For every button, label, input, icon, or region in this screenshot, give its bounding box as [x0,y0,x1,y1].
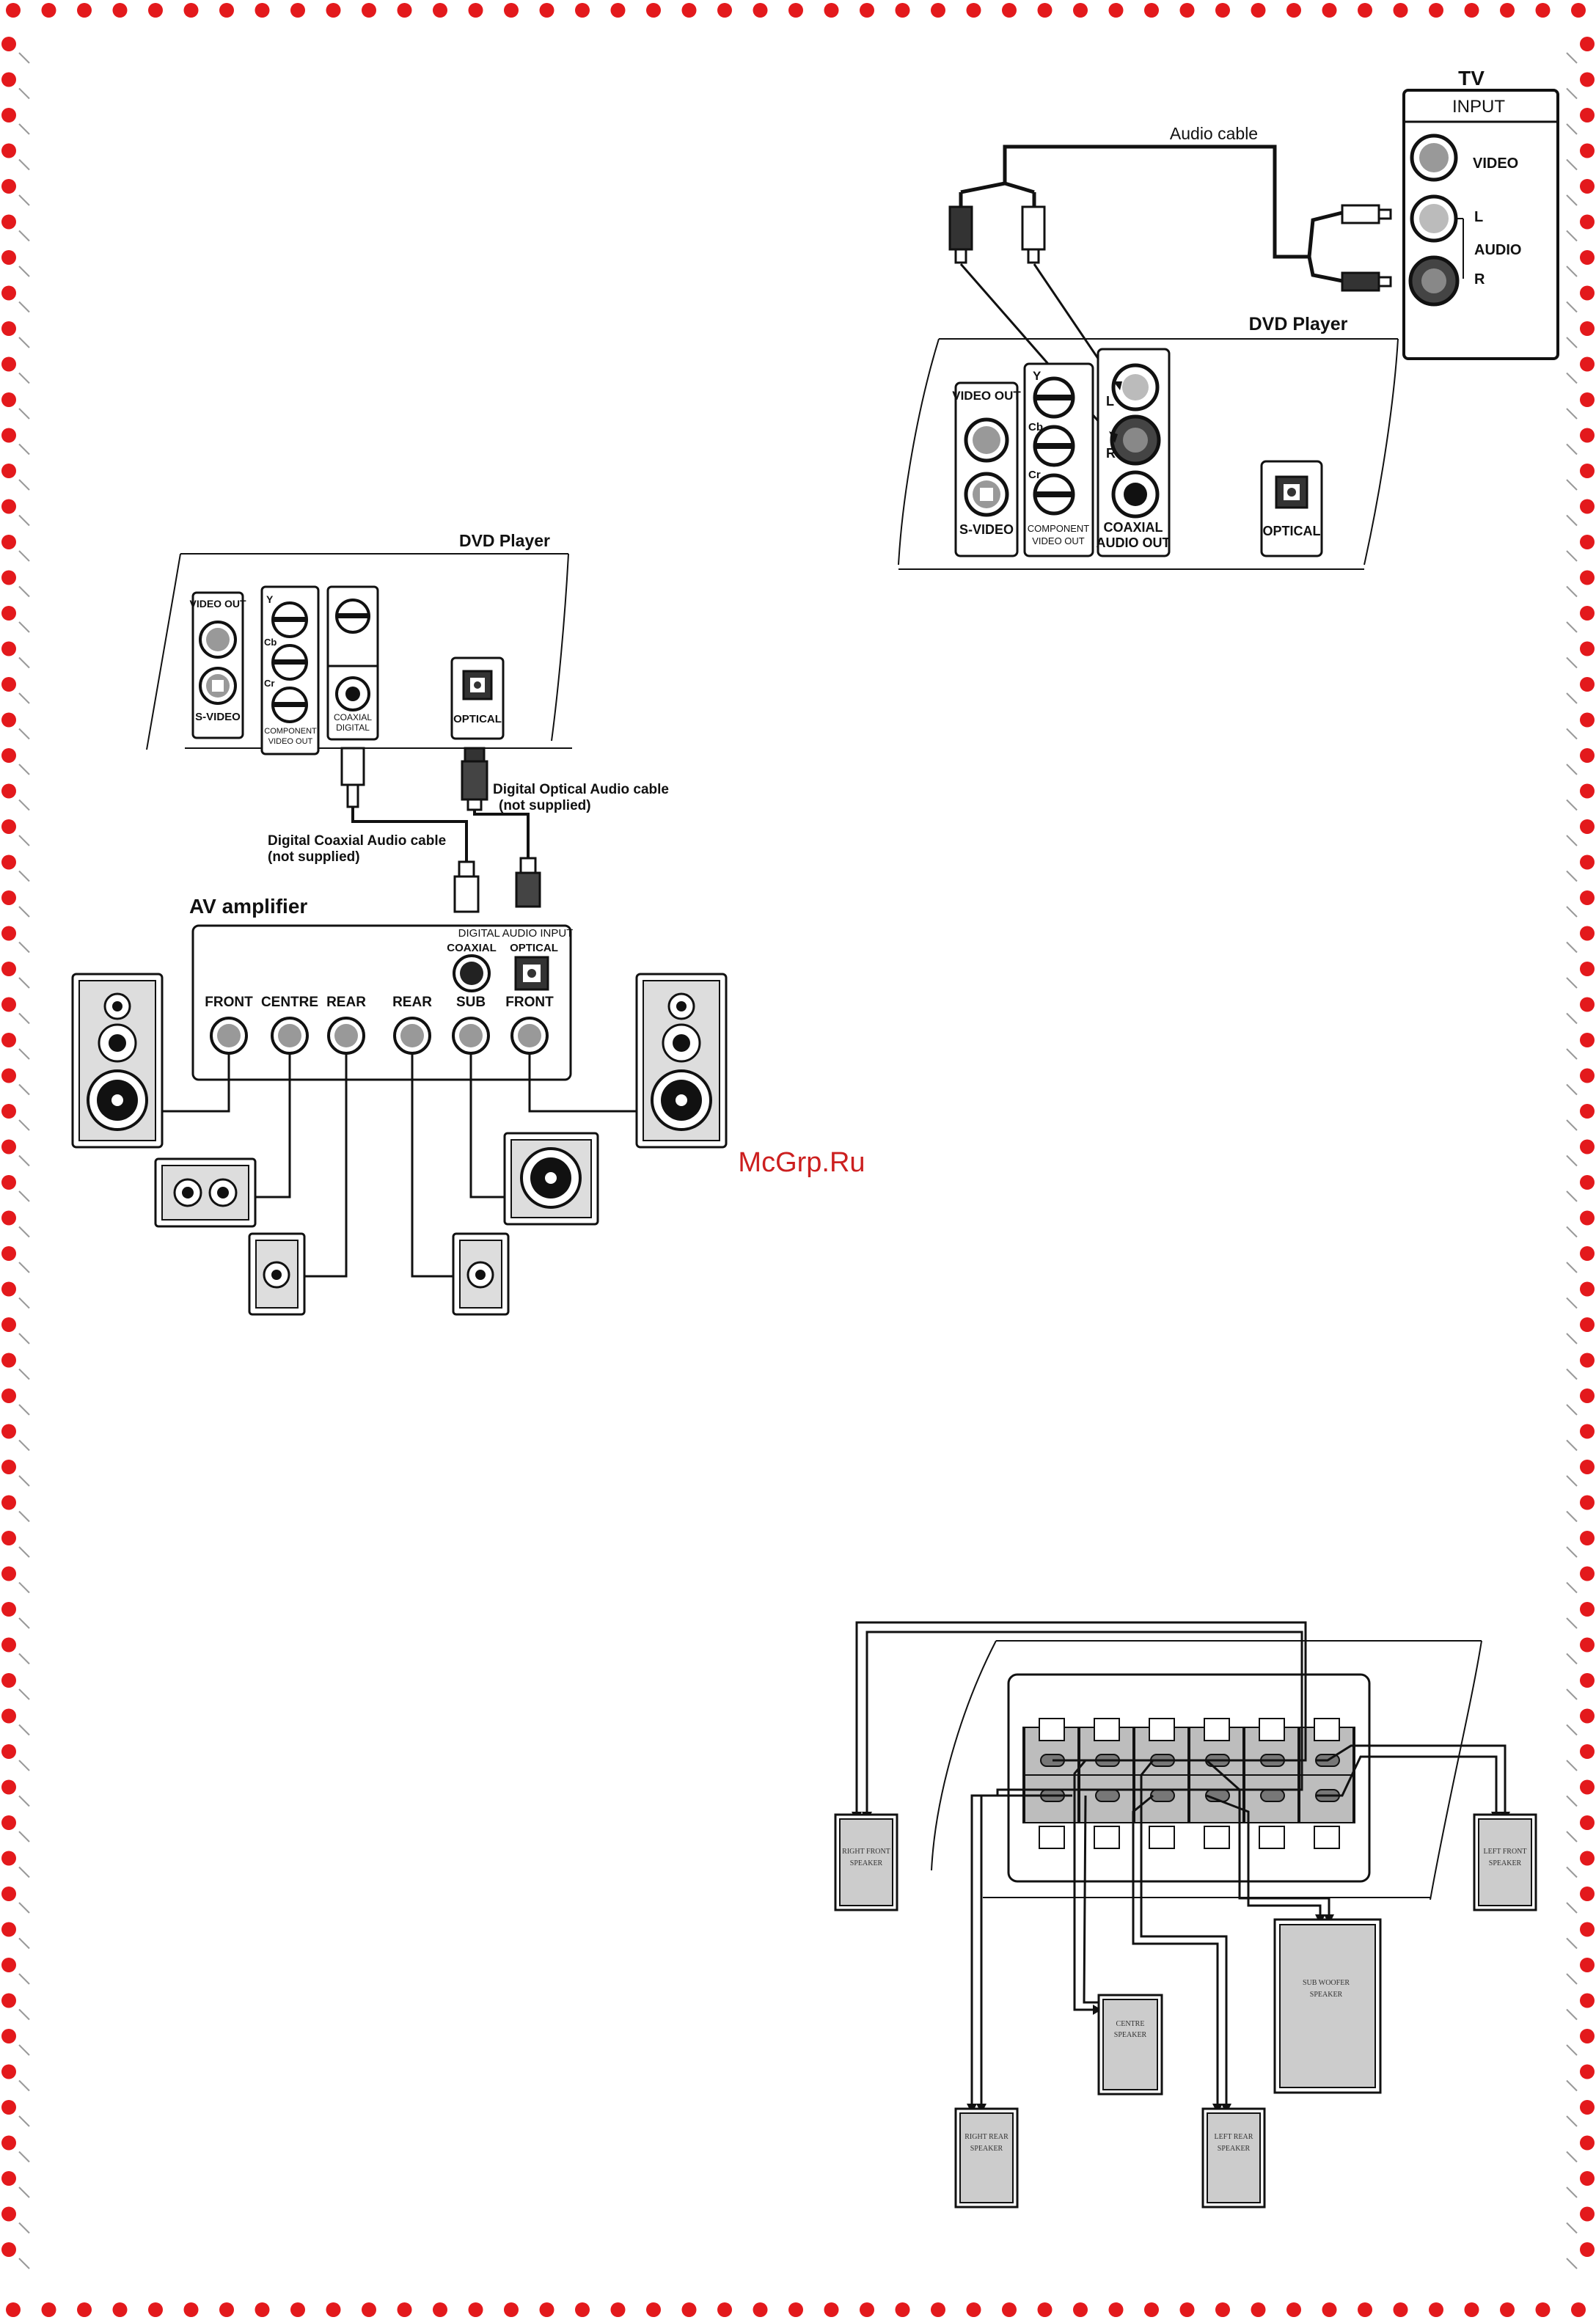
amp-video-out-label: VIDEO OUT [189,598,246,610]
optical-cable-label: Digital Optical Audio cable [493,782,669,797]
amplifier-connection-diagram: DVD Player VIDEO OUT S-VIDEO Y Cb Cr COM… [71,531,728,1316]
sub-woofer-speaker-box: SUB WOOFER SPEAKER [1273,1918,1382,2094]
amp-output-label: SUB [456,995,486,1010]
amp-output-jacks: FRONT CENTRE REAR REAR SUB FRONT [205,995,554,1055]
dvd-l-label: L [1106,394,1114,409]
amp-y-label: Y [266,593,274,605]
front-left-speaker [71,973,164,1149]
right-front-speaker-box: RIGHT FRONT SPEAKER [834,1813,898,1911]
audio-cable-label: Audio cable [1170,124,1258,143]
right-front-label-2: SPEAKER [850,1859,883,1867]
tv-input-label: INPUT [1452,97,1505,117]
sub-woofer-label-1: SUB WOOFER [1303,1979,1350,1987]
y-label: Y [1033,369,1042,383]
component-label-1: COMPONENT [1028,523,1090,534]
left-front-label-2: SPEAKER [1489,1859,1522,1867]
subwoofer [503,1132,599,1226]
digital-audio-input-label: DIGITAL AUDIO INPUT [458,927,574,940]
amp-coaxial-label-1: COAXIAL [334,712,372,722]
amp-s-video-label: S-VIDEO [195,711,241,723]
component-label-2: VIDEO OUT [1032,535,1085,546]
right-rear-speaker-box: RIGHT REAR SPEAKER [954,2107,1019,2209]
centre-speaker [154,1157,257,1228]
cb-label: Cb [1028,421,1043,433]
red-dot-border [1,3,1595,2317]
tv-l-label: L [1474,209,1483,225]
coax-cable-label: Digital Coaxial Audio cable [268,833,446,849]
dvd-optical-label: OPTICAL [1263,524,1321,538]
left-front-speaker-box: LEFT FRONT SPEAKER [1473,1813,1537,1911]
centre-label-2: SPEAKER [1114,2031,1147,2039]
rear-left-speaker [248,1232,306,1316]
audio-plug-white [1021,205,1046,251]
amp-output-label: REAR [326,995,366,1010]
front-right-speaker [635,973,728,1149]
amp-output-label: CENTRE [261,995,318,1010]
optical-cable-note: (not supplied) [499,798,591,813]
centre-speaker-box: CENTRE SPEAKER [1097,1994,1163,2096]
video-out-label: VIDEO OUT [952,389,1021,403]
amp-output-label: REAR [392,995,432,1010]
sub-woofer-label-2: SPEAKER [1310,1991,1343,1999]
av-amplifier-title: AV amplifier [189,895,307,918]
coaxial-audio-out-label-2: AUDIO OUT [1097,535,1171,550]
left-rear-speaker-box: LEFT REAR SPEAKER [1201,2107,1266,2209]
amp-component-label-2: VIDEO OUT [268,737,313,746]
centre-label-1: CENTRE [1116,2020,1145,2028]
speaker-terminals [1024,1718,1354,1849]
amp-component-label-1: COMPONENT [264,727,317,736]
amp-output-label: FRONT [205,995,253,1010]
tv-video-label: VIDEO [1473,155,1518,172]
left-rear-label-1: LEFT REAR [1215,2133,1253,2141]
audio-plug-red [948,205,973,251]
amp-coaxial-label-2: DIGITAL [336,722,370,733]
rear-right-speaker [452,1232,510,1316]
watermark: McGrp.Ru [738,1147,865,1178]
amp-cr-label: Cr [264,678,274,689]
tv-audio-label: AUDIO [1474,242,1521,258]
amp-output-label: FRONT [505,995,554,1010]
coaxial-audio-out-label-1: COAXIAL [1104,520,1163,535]
dvd-player-label-2: DVD Player [459,531,550,550]
audio-cable [1003,144,1343,259]
right-rear-label-2: SPEAKER [970,2145,1003,2153]
tv-connection-diagram: TV INPUT VIDEO L AUDIO R Audio cable [898,67,1559,570]
amp-optical-label: OPTICAL [453,713,502,725]
tv-r-label: R [1474,271,1485,288]
amp-input-coaxial-label: COAXIAL [447,942,497,954]
left-rear-label-2: SPEAKER [1218,2145,1251,2153]
amp-input-optical-label: OPTICAL [510,942,558,954]
s-video-label: S-VIDEO [959,522,1014,537]
dvd-player-label: DVD Player [1249,314,1348,334]
cr-label: Cr [1028,469,1041,481]
coax-cable-note: (not supplied) [268,849,360,865]
right-front-label-1: RIGHT FRONT [842,1848,890,1856]
speaker-terminal-diagram: RIGHT FRONT SPEAKER LEFT FRONT SPEAKER C… [834,1621,1537,2209]
right-rear-label-1: RIGHT REAR [964,2133,1009,2141]
tv-title: TV [1458,67,1485,89]
amp-cb-label: Cb [264,637,277,648]
left-front-label-1: LEFT FRONT [1484,1848,1527,1856]
